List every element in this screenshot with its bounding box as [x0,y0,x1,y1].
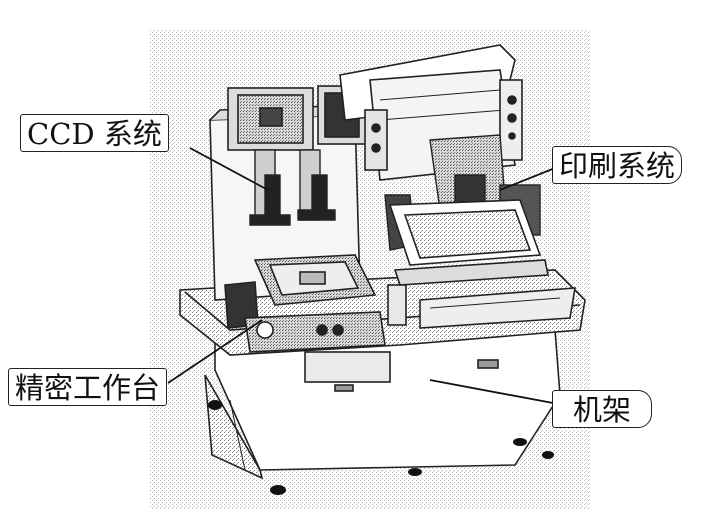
print-head [384,134,541,251]
machine-feet [208,400,554,495]
printing-platform [388,199,549,286]
leader-stage [167,319,263,384]
callout-printing-system: 印刷系统 [552,146,683,184]
leader-ccd [189,147,269,191]
leader-lines [167,147,556,404]
frame-drawer-handle [304,351,391,383]
callout-frame: 机架 [552,390,653,428]
ccd-monitors [227,85,367,151]
leader-frame [429,379,554,404]
callout-ccd-system: CCD 系统 [20,114,169,152]
precision-stage-assembly [224,254,407,353]
leader-printing [499,167,556,191]
callout-precision-stage: 精密工作台 [8,368,168,406]
ccd-cameras [249,149,336,226]
